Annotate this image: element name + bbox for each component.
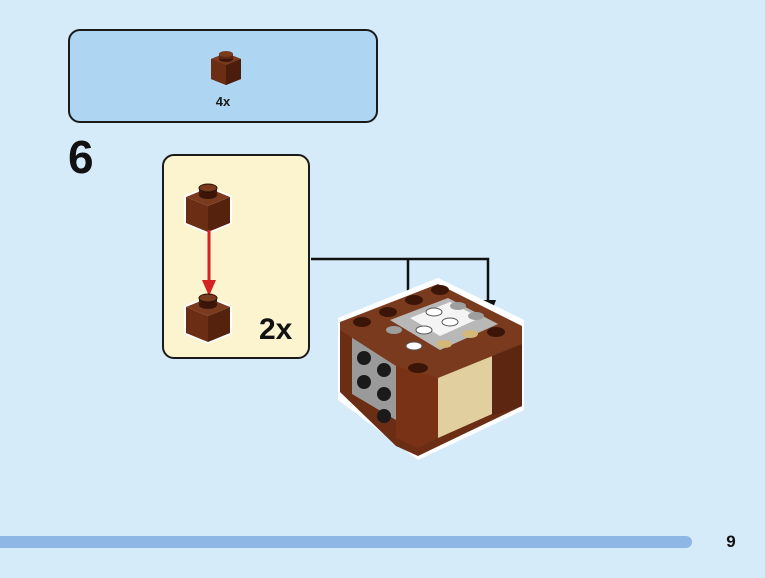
sub-assembly-box: 2x bbox=[162, 154, 310, 359]
part-quantity: 4x bbox=[215, 94, 231, 109]
page-number: 9 bbox=[726, 532, 736, 551]
brick-1x1-icon bbox=[211, 51, 241, 85]
brick-1x1-icon bbox=[184, 293, 232, 344]
progress-bar bbox=[0, 536, 692, 548]
parts-list-box: 4x bbox=[68, 29, 378, 123]
step-number: 6 bbox=[68, 131, 94, 183]
model-illustration bbox=[338, 278, 524, 460]
sub-assembly-multiplier: 2x bbox=[259, 313, 293, 346]
brick-1x1-icon bbox=[184, 183, 232, 234]
red-down-arrow-icon bbox=[202, 230, 216, 296]
